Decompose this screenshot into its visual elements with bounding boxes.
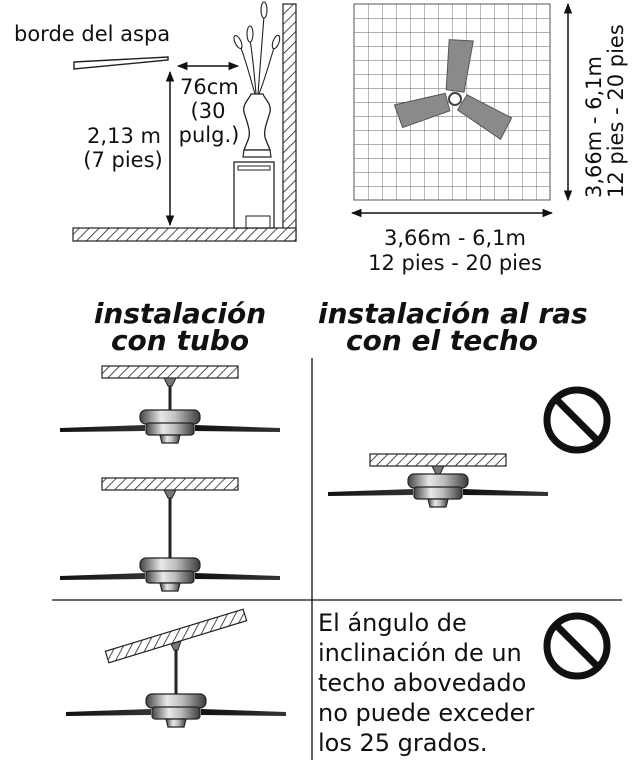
slope-note-line3: techo abovedado	[318, 669, 527, 697]
downrod-heading-line2: con tubo	[110, 324, 250, 357]
sloped-ceiling-fan	[65, 608, 287, 728]
slope-note-line5: los 25 grados.	[318, 729, 488, 757]
room-size-diagram	[350, 2, 573, 218]
ceiling-plate	[101, 365, 239, 379]
clearance-in-label-1: (30	[190, 99, 226, 123]
pedestal	[233, 161, 275, 229]
downrod-heading-line1: instalación	[93, 297, 267, 330]
downrod-fan-short	[59, 365, 281, 444]
clearance-cm-label: 76cm	[180, 75, 239, 99]
height-m-label: 2,13 m	[87, 124, 161, 148]
clearance-in-label-2: pulg.)	[178, 123, 240, 147]
floor	[72, 227, 297, 242]
blade-edge-shape	[73, 56, 169, 70]
vase	[243, 93, 271, 151]
height-ft-label: (7 pies)	[83, 148, 163, 172]
flush-heading-line1: instalación al ras	[318, 297, 588, 330]
prohibited-icon	[543, 612, 611, 680]
flush-heading-line2: con el techo	[346, 324, 538, 357]
slope-note-line2: inclinación de un	[318, 639, 522, 667]
slope-note-line1: El ángulo de	[318, 609, 467, 637]
fan-top-view	[393, 39, 513, 141]
flush-mount-fan	[327, 453, 549, 508]
room-width-m-label: 3,66m - 6,1m	[384, 226, 526, 250]
blade-edge-label: borde del aspa	[14, 22, 171, 46]
clearance-diagram	[72, 1, 297, 242]
room-depth-m-label: 3,66m - 6,1m	[582, 56, 606, 198]
reeds	[239, 15, 275, 95]
room-depth-ft-label: 12 pies - 20 pies	[604, 24, 628, 198]
room-width-ft-label: 12 pies - 20 pies	[368, 251, 542, 275]
slope-note-line4: no puede exceder	[318, 699, 535, 727]
wall	[282, 3, 297, 242]
ceiling-plate	[369, 453, 507, 467]
prohibited-icon	[543, 386, 611, 454]
ceiling-plate	[101, 477, 239, 491]
downrod-fan-long	[59, 477, 281, 592]
